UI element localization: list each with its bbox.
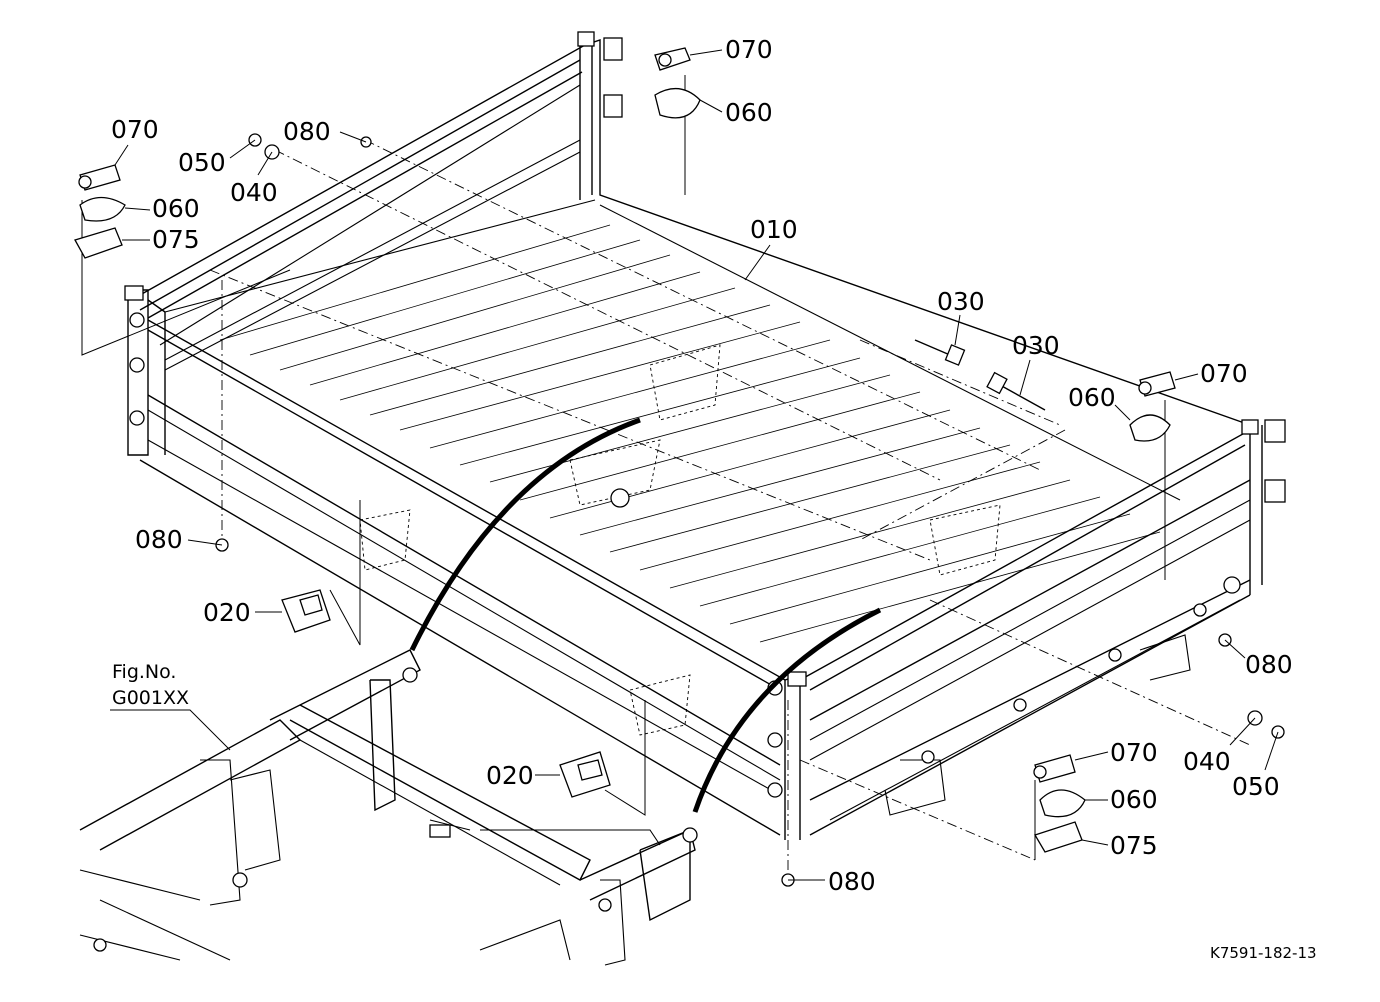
callout-020-mid: 020 <box>486 761 534 790</box>
part-bracket-070-left <box>74 164 126 259</box>
callout-070-left: 070 <box>111 115 159 144</box>
callout-080-bottom: 080 <box>828 867 876 896</box>
assembly-centerlines <box>209 139 1251 875</box>
callout-060-right: 060 <box>1068 383 1116 412</box>
callout-030-a: 030 <box>937 287 985 316</box>
callout-060-top: 060 <box>725 98 773 127</box>
figure-reference-line2: G001XX <box>112 687 189 709</box>
callout-020-left: 020 <box>203 598 251 627</box>
callout-050-right: 050 <box>1232 772 1280 801</box>
callout-040-left: 040 <box>230 178 278 207</box>
part-bracket-070-bottom <box>1033 754 1086 853</box>
callout-010: 010 <box>750 215 798 244</box>
callout-080-left: 080 <box>135 525 183 554</box>
drawing-code: K7591-182-13 <box>1210 944 1317 962</box>
alignment-arc-right <box>692 607 882 813</box>
figure-reference-line1: Fig.No. <box>112 661 176 683</box>
callout-070-right: 070 <box>1200 359 1248 388</box>
callout-080-top: 080 <box>283 117 331 146</box>
part-block-020 <box>281 589 611 798</box>
cargo-bed-drawing <box>124 31 1286 840</box>
chassis-frame-drawing <box>79 649 698 966</box>
callout-030-b: 030 <box>1012 331 1060 360</box>
part-bracket-070-top <box>654 47 701 119</box>
callout-075-bottom: 075 <box>1110 831 1158 860</box>
part-bracket-070-right <box>1129 371 1176 442</box>
part-nuts <box>215 133 1285 887</box>
callout-070-top: 070 <box>725 35 773 64</box>
callout-labels: 070 060 070 050 080 040 060 075 010 030 … <box>111 35 1293 896</box>
callout-060-bottom: 060 <box>1110 785 1158 814</box>
part-bolt-030 <box>914 339 1046 411</box>
alignment-arc-left <box>409 417 641 652</box>
callout-075-left: 075 <box>152 225 200 254</box>
callout-040-right: 040 <box>1183 747 1231 776</box>
callout-050-left: 050 <box>178 148 226 177</box>
leader-lines <box>110 49 1279 881</box>
callout-070-bottom: 070 <box>1110 738 1158 767</box>
callout-080-right: 080 <box>1245 650 1293 679</box>
callout-060-left: 060 <box>152 194 200 223</box>
floor-ribs <box>219 224 1161 643</box>
